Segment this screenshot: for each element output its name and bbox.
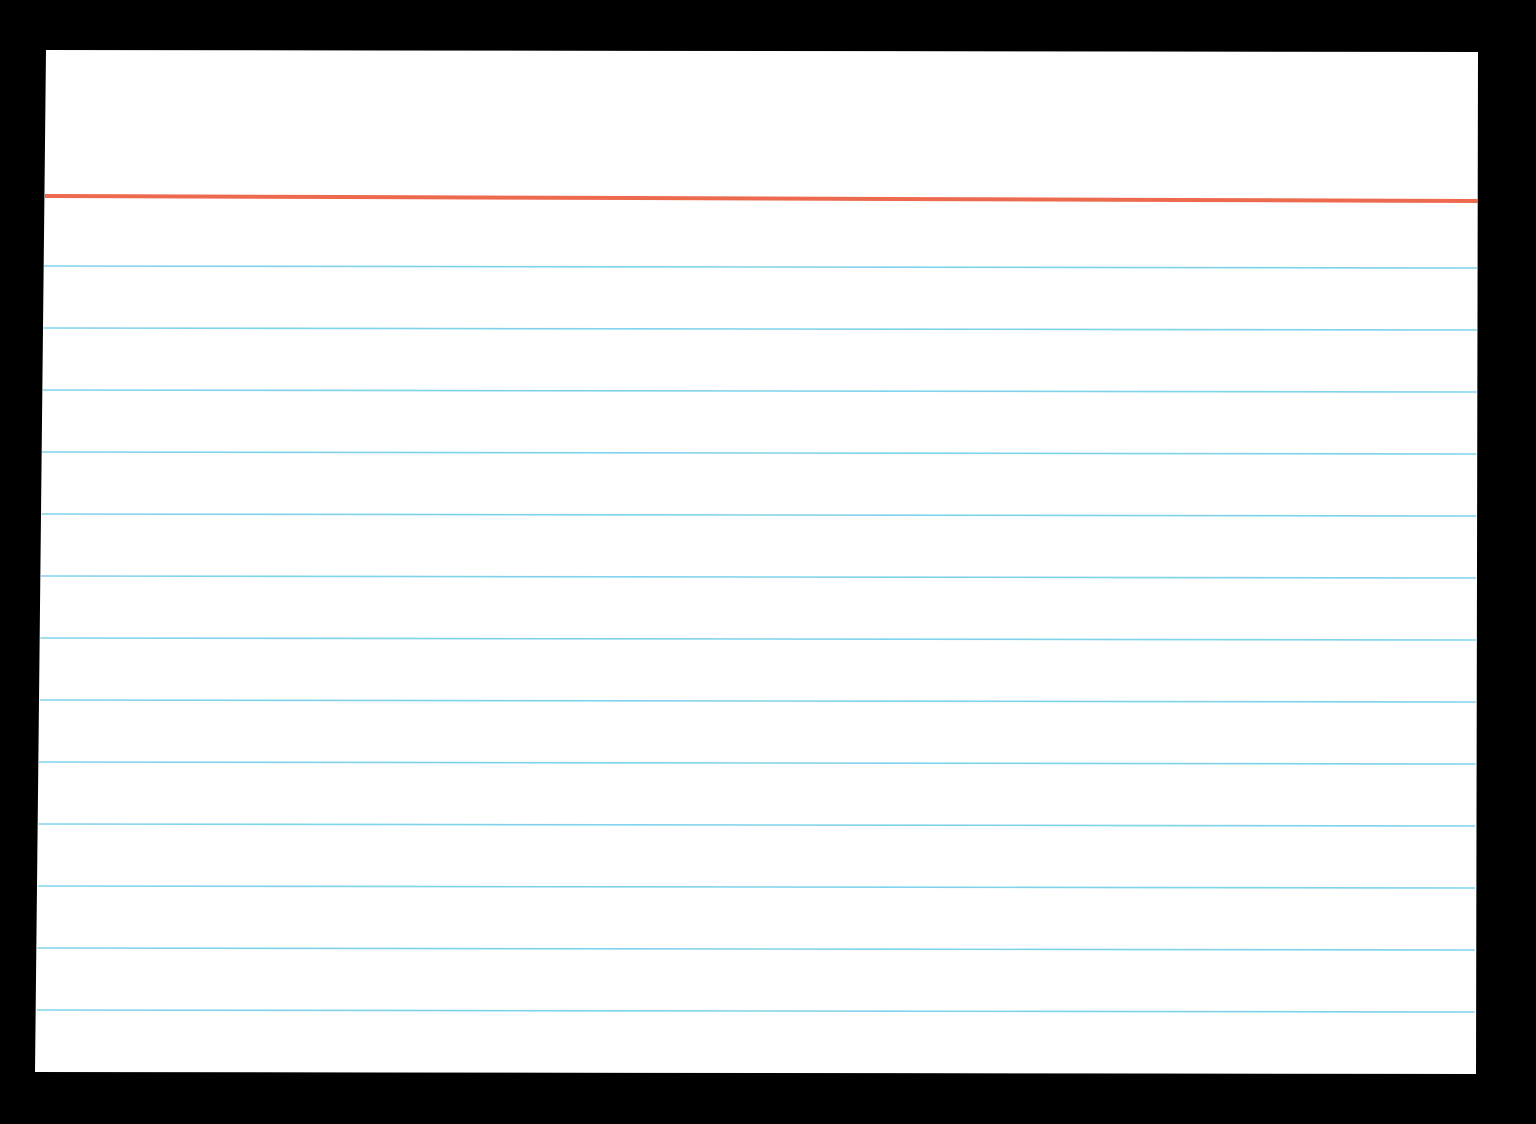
ruled-line bbox=[41, 513, 1477, 517]
ruled-line bbox=[37, 885, 1476, 889]
ruled-line bbox=[39, 699, 1476, 703]
ruled-line bbox=[42, 451, 1477, 455]
ruled-line bbox=[37, 947, 1475, 951]
ruled-line bbox=[39, 761, 1476, 765]
header-rule bbox=[44, 194, 1479, 203]
ruled-line bbox=[43, 327, 1477, 331]
ruled-line bbox=[42, 389, 1477, 393]
ruled-line bbox=[36, 1009, 1475, 1013]
card-surface bbox=[35, 50, 1479, 1074]
card-paper bbox=[35, 50, 1478, 1074]
blank-index-card bbox=[35, 50, 1480, 1074]
ruled-line bbox=[40, 637, 1476, 641]
ruled-line bbox=[38, 823, 1476, 827]
ruled-lines bbox=[36, 265, 1478, 1013]
ruled-line bbox=[40, 575, 1477, 579]
ruled-line bbox=[43, 265, 1478, 269]
